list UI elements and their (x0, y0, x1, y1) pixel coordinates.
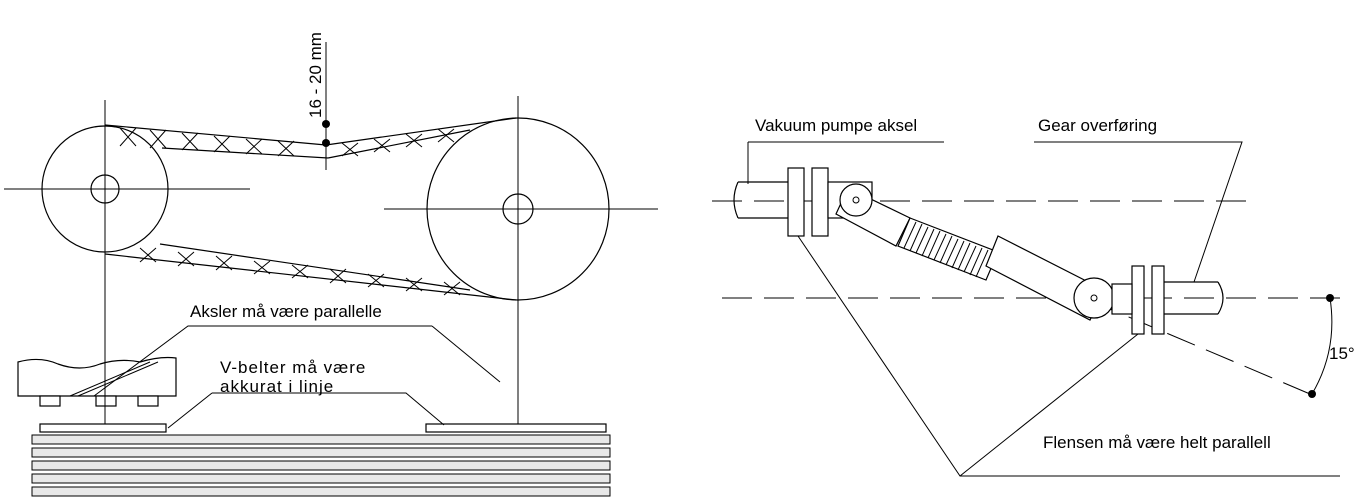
cardan-shaft (835, 183, 1115, 321)
vbelt-alignment-label-line1: V-belter må være (220, 358, 366, 377)
base-plate-stack (31, 434, 611, 497)
deflection-dimension-label: 16 - 20 mm (306, 32, 325, 118)
straightedge-block (17, 356, 177, 407)
pump-flange-b (811, 167, 829, 237)
gear-flange-a (1131, 265, 1145, 335)
pump-shaft-label: Vakuum pumpe aksel (755, 116, 917, 135)
large-pulley (384, 96, 658, 424)
left-leader-lines (93, 325, 501, 429)
belt-deflection-dimension: 16 - 20 mm (306, 32, 330, 170)
vbelt-alignment-label-line2: akkurat i linje (220, 377, 334, 396)
v-belt-drive-diagram: 16 - 20 mm Aksler må være parallelle V-b… (4, 32, 658, 497)
shaft-coupling-diagram: 15° Vakuum pumpe aksel Gear overføring F… (712, 116, 1355, 477)
shafts-parallel-label: Aksler må være parallelle (190, 302, 382, 321)
flange-leader-right (959, 333, 1139, 477)
flange-parallel-label: Flensen må være helt parallell (1043, 433, 1271, 452)
pump-flange-a (787, 167, 805, 237)
gear-leader-line (1034, 141, 1243, 283)
gear-hub (1111, 283, 1133, 315)
angle-indicator: 15° (1308, 294, 1355, 398)
gear-flange-b (1151, 265, 1165, 335)
gear-transfer-label: Gear overføring (1038, 116, 1157, 135)
angle-label: 15° (1329, 344, 1355, 363)
v-belt (104, 117, 517, 301)
pump-mount-plate (425, 423, 607, 433)
gear-shaft (1164, 281, 1224, 315)
pump-shaft (733, 141, 944, 219)
small-pulley (4, 100, 250, 424)
motor-mount-plate (39, 423, 167, 433)
